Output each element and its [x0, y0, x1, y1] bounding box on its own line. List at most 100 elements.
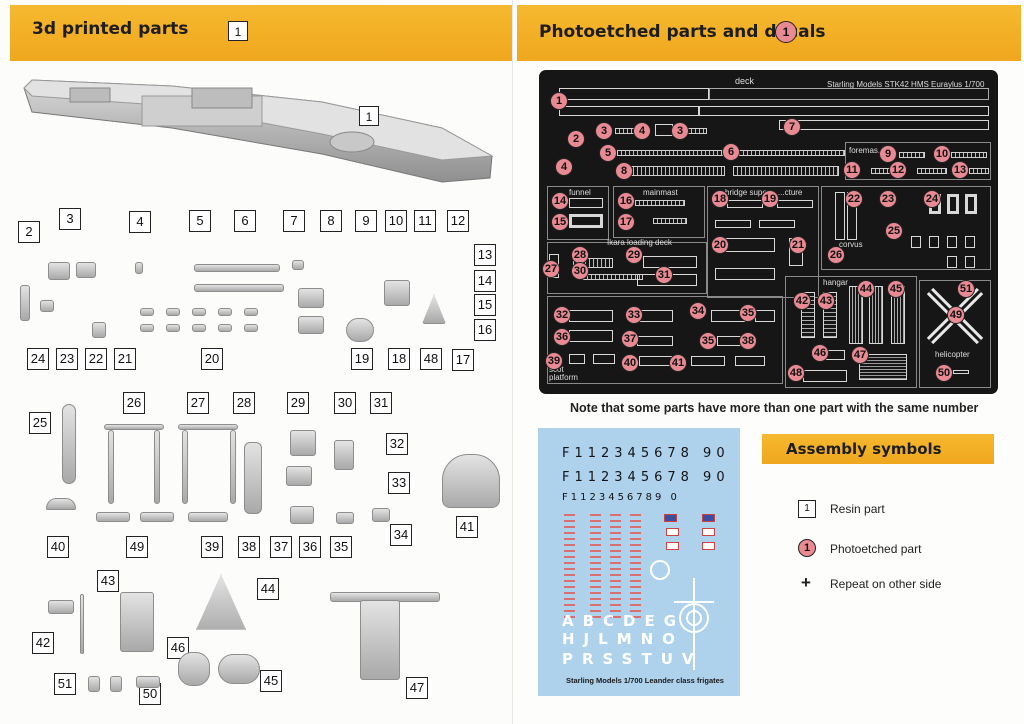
left-page-title: 3d printed parts [32, 19, 189, 39]
title-resin-box: 1 [228, 21, 248, 41]
fret-maker-caption: Starling Models STK42 HMS Euraylus 1/700 [827, 80, 985, 89]
part-label: 32 [386, 433, 408, 455]
pe-number: 25 [885, 222, 903, 240]
pe-number: 49 [947, 306, 965, 324]
part-label: 9 [355, 210, 377, 232]
part-label: 45 [260, 670, 282, 692]
title-pe-circle: 1 [775, 21, 797, 43]
part-label: 29 [287, 392, 309, 414]
pe-number: 7 [783, 118, 801, 136]
part-label: 22 [85, 348, 107, 370]
right-page-title: Photoetched parts and decals [539, 22, 826, 42]
pe-number: 2 [567, 130, 585, 148]
pe-number: 44 [857, 280, 875, 298]
decal-numbers-2: F112345678 90 [562, 470, 730, 485]
part-label: 3 [59, 208, 81, 230]
pe-number: 16 [617, 192, 635, 210]
part-label: 30 [334, 392, 356, 414]
fret-hangar-caption: hangar [823, 278, 848, 287]
pe-number: 43 [817, 292, 835, 310]
pe-number: 35 [699, 332, 717, 350]
pe-number: 20 [711, 236, 729, 254]
pe-number: 4 [555, 158, 573, 176]
decal-letters-1: ABCDEG [562, 612, 686, 630]
pe-number: 22 [845, 190, 863, 208]
part-label: 27 [187, 392, 209, 414]
legend-repeat-label: Repeat on other side [830, 577, 942, 591]
pe-number: 23 [879, 190, 897, 208]
part-label: 47 [406, 677, 428, 699]
pe-number: 42 [793, 292, 811, 310]
pe-number: 50 [935, 364, 953, 382]
part-label: 51 [54, 673, 76, 695]
pe-number: 47 [851, 346, 869, 364]
pe-number: 24 [923, 190, 941, 208]
part-label: 41 [456, 516, 478, 538]
legend-resin-box: 1 [798, 500, 816, 518]
part-label: 17 [452, 349, 474, 371]
fret-funnel-caption: funnel [569, 188, 591, 197]
pe-number: 40 [621, 354, 639, 372]
legend-pe-label: Photoetched part [830, 542, 922, 556]
pe-number: 37 [621, 330, 639, 348]
part-label: 4 [129, 211, 151, 233]
assembly-title: Assembly symbols [786, 440, 942, 458]
fret-mainmast-caption: mainmast [643, 188, 678, 197]
pe-number: 34 [689, 302, 707, 320]
fret-deck-caption: deck [735, 76, 755, 86]
decal-letters-3: PRSSTUV [562, 650, 703, 668]
part-label: 31 [370, 392, 392, 414]
pe-number: 45 [887, 280, 905, 298]
part-label: 7 [283, 210, 305, 232]
part-label: 23 [56, 348, 78, 370]
left-page: 3d printed parts 1 1 2 3 4 5 6 7 8 9 10 … [10, 5, 512, 705]
pe-number: 31 [655, 266, 673, 284]
part-label: 26 [123, 392, 145, 414]
decal-numbers-1: F112345678 90 [562, 446, 730, 461]
pe-number: 3 [671, 122, 689, 140]
fret-corvus-caption: corvus [839, 240, 863, 249]
right-title-banner: Photoetched parts and decals 1 [517, 5, 1021, 61]
legend-resin-label: Resin part [830, 502, 885, 516]
pe-number: 39 [545, 352, 563, 370]
decal-sheet: F112345678 90 F112345678 90 F1123456789 … [538, 428, 740, 696]
part-label: 25 [29, 412, 51, 434]
pe-number: 48 [787, 364, 805, 382]
part-label: 38 [238, 536, 260, 558]
left-title-banner: 3d printed parts 1 [10, 5, 512, 61]
part-label: 19 [351, 348, 373, 370]
part-label: 33 [388, 472, 410, 494]
pe-number: 35 [739, 304, 757, 322]
assembly-banner: Assembly symbols [762, 434, 994, 464]
part-label: 12 [447, 210, 469, 232]
pe-number: 27 [542, 260, 560, 278]
part-label: 21 [114, 348, 136, 370]
pe-number: 1 [550, 92, 568, 110]
pe-number: 13 [951, 161, 969, 179]
part-label: 10 [385, 210, 407, 232]
fret-note: Note that some parts have more than one … [570, 401, 979, 415]
pe-number: 5 [599, 144, 617, 162]
part-label: 34 [390, 524, 412, 546]
pe-number: 29 [625, 246, 643, 264]
decal-footer: Starling Models 1/700 Leander class frig… [566, 676, 724, 685]
pe-number: 15 [551, 213, 569, 231]
pe-number: 19 [761, 190, 779, 208]
fret-ikara-caption: Ikara loading deck [607, 238, 672, 247]
pe-number: 46 [811, 344, 829, 362]
part-label: 40 [47, 536, 69, 558]
part-label: 18 [388, 348, 410, 370]
pe-number: 8 [615, 162, 633, 180]
pe-number: 26 [827, 246, 845, 264]
part-label: 44 [257, 578, 279, 600]
part-label: 43 [97, 570, 119, 592]
pe-number: 38 [739, 332, 757, 350]
part-label: 20 [201, 348, 223, 370]
decal-flight-deck-marking [674, 578, 714, 670]
pe-number: 17 [617, 213, 635, 231]
part-label: 13 [474, 244, 496, 266]
decal-numbers-3: F1123456789 0 [562, 492, 680, 503]
part-label: 48 [420, 348, 442, 370]
hull-part-label: 1 [359, 106, 379, 126]
pe-number: 33 [625, 306, 643, 324]
